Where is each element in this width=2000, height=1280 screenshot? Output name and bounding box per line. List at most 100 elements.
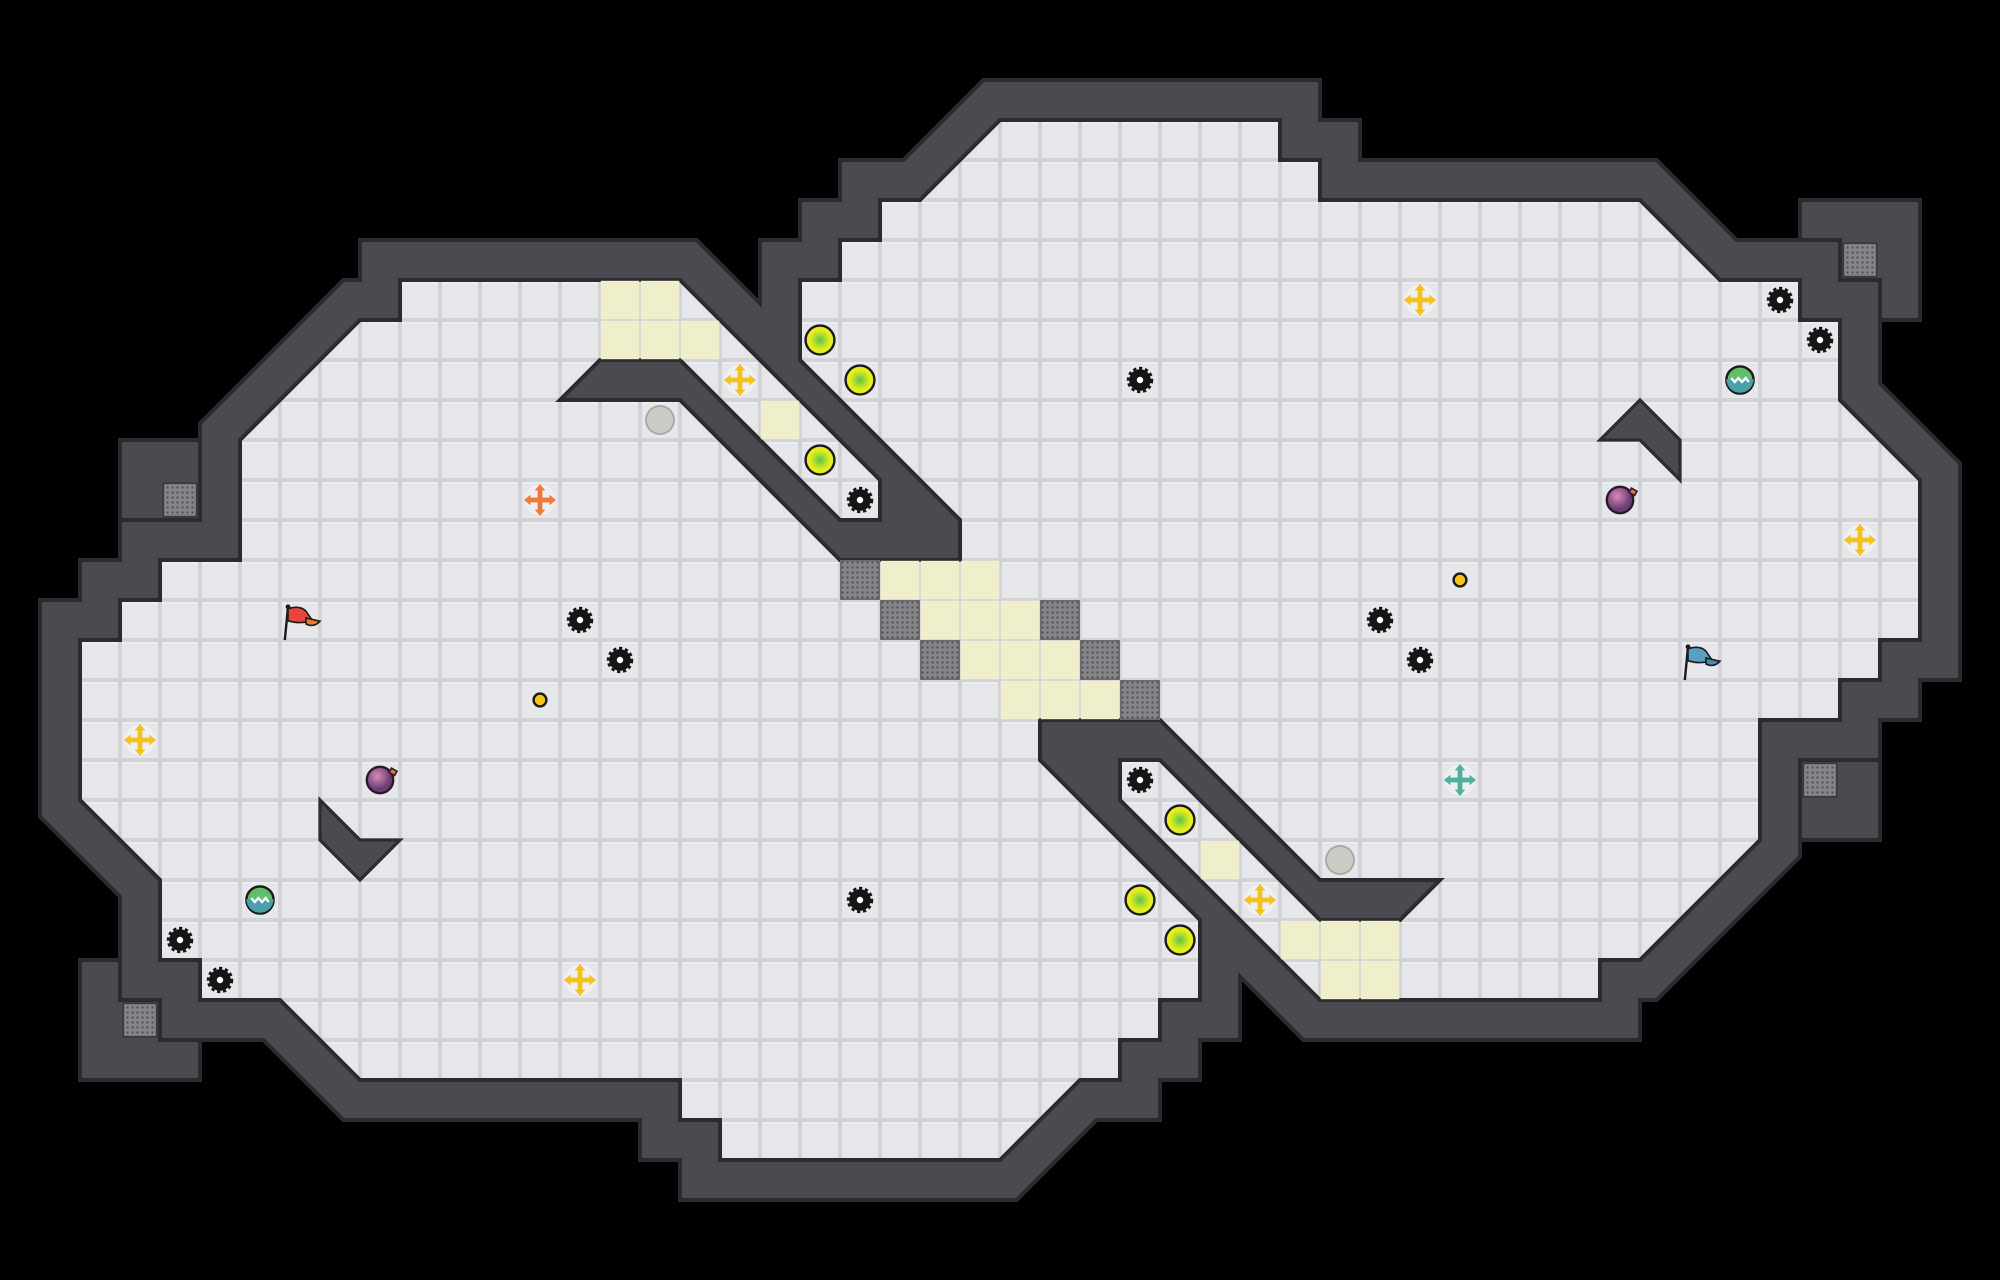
cross-arrowhead (549, 494, 556, 506)
yellow-spawn-cross-icon (724, 364, 756, 396)
grate-tile (1080, 640, 1121, 681)
cross-arrowhead (589, 974, 596, 986)
spike-gear-icon (606, 646, 634, 674)
spike-gear-icon (1406, 646, 1434, 674)
cross-arrowhead (749, 374, 756, 386)
flag-tail (1705, 656, 1722, 667)
energy-orb-icon (1164, 804, 1196, 836)
cross-arrowhead (524, 494, 531, 506)
shield-icon (245, 885, 275, 915)
highlight-tile (960, 600, 1000, 640)
orange-spawn-cross-icon (524, 484, 556, 516)
yellow-spawn-cross-icon (564, 964, 596, 996)
spike-gear-icon (566, 606, 594, 634)
flag-tail (305, 616, 322, 627)
cross-arrowhead (1429, 294, 1436, 306)
cross-arrowhead (564, 974, 571, 986)
ghost-orb-icon (644, 404, 675, 435)
cross-arrowhead (1404, 294, 1411, 306)
teal-spawn-cross-icon (1444, 764, 1476, 796)
highlight-tile (600, 320, 640, 360)
cross-arrowhead (534, 509, 546, 516)
cross-arrowhead (574, 964, 586, 971)
highlight-tile (960, 560, 1000, 600)
blue-flag-icon[interactable] (1683, 644, 1722, 681)
highlight-tile (960, 640, 1000, 680)
highlight-tile (600, 280, 640, 320)
highlight-tile (920, 560, 960, 600)
floor-area (78, 118, 1922, 1162)
highlight-tile (640, 280, 680, 320)
gear-hole (1376, 616, 1384, 624)
grate-tile (920, 640, 961, 681)
shield-icon (1725, 365, 1755, 395)
inner-walls (318, 397, 1682, 883)
grate-tile (880, 600, 921, 641)
highlight-tile (1320, 960, 1360, 1000)
highlight-tile (1280, 920, 1320, 960)
wall-grate (1842, 242, 1878, 278)
entities (124, 284, 1876, 996)
red-flag-icon[interactable] (283, 604, 322, 641)
shield-zigzag (250, 896, 270, 904)
gear-hole (616, 656, 624, 664)
gear-hole (176, 936, 184, 944)
highlight-tile (1000, 680, 1040, 720)
coin-icon (1452, 572, 1468, 588)
highlight-tile (920, 600, 960, 640)
wall-grate (1802, 762, 1838, 798)
gear-hole (216, 976, 224, 984)
shield-lower (1726, 379, 1754, 393)
cross-arrowhead (1254, 909, 1266, 916)
cross-bar-v (1417, 288, 1423, 312)
highlight-tile (880, 560, 920, 600)
potion-icon (365, 765, 399, 795)
cross-bar-v (1257, 888, 1263, 912)
potion-icon (1605, 485, 1639, 515)
shield-zigzag (1730, 376, 1750, 384)
gear-hole (1136, 376, 1144, 384)
grate-tile (1040, 600, 1081, 641)
cross-arrowhead (149, 734, 156, 746)
highlight-tile (1000, 640, 1040, 680)
coin-icon (532, 692, 548, 708)
spike-gear-icon (846, 486, 874, 514)
highlight-tile (1040, 680, 1080, 720)
cross-bar-v (1857, 528, 1863, 552)
cross-arrowhead (124, 734, 131, 746)
spike-gear-icon (1766, 286, 1794, 314)
highlight-tile (1000, 600, 1040, 640)
cross-bar-v (537, 488, 543, 512)
highlight-tile (1320, 920, 1360, 960)
bracket-wall (1596, 397, 1682, 484)
spike-gear-icon (1366, 606, 1394, 634)
spike-gear-icon (166, 926, 194, 954)
cross-bar-v (1457, 768, 1463, 792)
cross-arrowhead (734, 389, 746, 396)
gear-hole (1416, 656, 1424, 664)
cross-arrowhead (1854, 524, 1866, 531)
energy-orb-icon (1124, 884, 1156, 916)
cross-arrowhead (1414, 284, 1426, 291)
gear-hole (856, 496, 864, 504)
floor (78, 118, 1922, 1162)
cross-bar-v (737, 368, 743, 392)
yellow-spawn-cross-icon (1404, 284, 1436, 316)
special-tiles (600, 280, 1400, 1000)
cross-arrowhead (1844, 534, 1851, 546)
cross-arrowhead (134, 749, 146, 756)
cross-arrowhead (1254, 884, 1266, 891)
spike-gear-icon (1126, 766, 1154, 794)
energy-orb-icon (804, 324, 836, 356)
cross-arrowhead (1469, 774, 1476, 786)
gear-hole (576, 616, 584, 624)
highlight-tile (1040, 640, 1080, 680)
highlight-tile (760, 400, 800, 440)
cross-arrowhead (574, 989, 586, 996)
cross-arrowhead (1454, 764, 1466, 771)
energy-orb-icon (844, 364, 876, 396)
yellow-spawn-cross-icon (124, 724, 156, 756)
gear-hole (856, 896, 864, 904)
highlight-tile (1360, 960, 1400, 1000)
highlight-tile (640, 320, 680, 360)
